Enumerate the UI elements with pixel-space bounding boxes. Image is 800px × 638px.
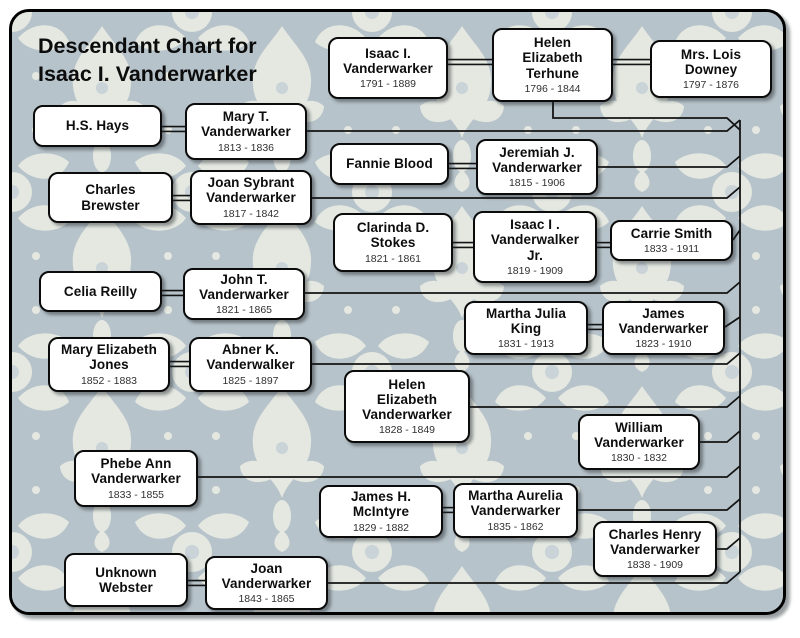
- person-dates: 1828 - 1849: [378, 424, 436, 437]
- person-dates: 1819 - 1909: [506, 264, 564, 277]
- person-name: Mary T.Vanderwarker: [201, 109, 291, 140]
- person-name: Abner K.Vanderwalker: [206, 342, 295, 373]
- person-name: Clarinda D.Stokes: [356, 220, 430, 251]
- person-dates: 1831 - 1913: [497, 338, 555, 351]
- person-dates: 1796 - 1844: [524, 82, 581, 95]
- person-dates: 1821 - 1865: [215, 304, 273, 317]
- person-name: H.S. Hays: [65, 118, 130, 134]
- person-dates: 1835 - 1862: [487, 520, 544, 533]
- person-dates: 1817 - 1842: [222, 207, 280, 220]
- chart-title: Descendant Chart for Isaac I. Vanderwark…: [38, 33, 257, 88]
- person-dates: 1825 - 1897: [222, 374, 279, 387]
- chart-title-line1: Descendant Chart for: [38, 34, 257, 58]
- person-dates: 1843 - 1865: [238, 593, 295, 606]
- person-dates: 1830 - 1832: [610, 452, 668, 465]
- person-box-jeremiah: Jeremiah J.Vanderwarker 1815 - 1906: [476, 139, 598, 195]
- person-dates: 1813 - 1836: [217, 141, 275, 154]
- person-box-celia-reilly: Celia Reilly: [39, 271, 162, 312]
- person-dates: 1833 - 1855: [107, 488, 165, 501]
- person-box-fannie-blood: Fannie Blood: [330, 143, 449, 185]
- person-dates: 1821 - 1861: [364, 252, 422, 265]
- person-dates: 1797 - 1876: [682, 79, 740, 92]
- person-dates: 1791 - 1889: [359, 78, 417, 91]
- person-dates: 1823 - 1910: [635, 338, 692, 351]
- person-name: Isaac I.Vanderwarker: [343, 45, 433, 76]
- person-dates: 1815 - 1906: [508, 177, 566, 190]
- person-box-isaac-sr: Isaac I.Vanderwarker 1791 - 1889: [328, 37, 448, 99]
- person-box-hs-hays: H.S. Hays: [33, 105, 162, 147]
- person-dates: 1833 - 1911: [643, 243, 700, 256]
- person-name: Carrie Smith: [630, 225, 713, 241]
- person-name: Fannie Blood: [346, 156, 433, 172]
- person-dates: 1852 - 1883: [80, 374, 138, 387]
- person-name: John T.Vanderwarker: [199, 271, 289, 302]
- person-dates: 1829 - 1882: [352, 521, 410, 534]
- chart-title-line2: Isaac I. Vanderwarker: [38, 61, 257, 86]
- person-name: Jeremiah J.Vanderwarker: [492, 144, 582, 175]
- person-box-carrie-smith: Carrie Smith 1833 - 1911: [610, 220, 733, 261]
- person-name: Celia Reilly: [63, 283, 138, 299]
- person-name: James H.McIntyre: [350, 489, 412, 520]
- person-dates: 1838 - 1909: [626, 559, 684, 572]
- person-box-john-t: John T.Vanderwarker 1821 - 1865: [183, 268, 305, 320]
